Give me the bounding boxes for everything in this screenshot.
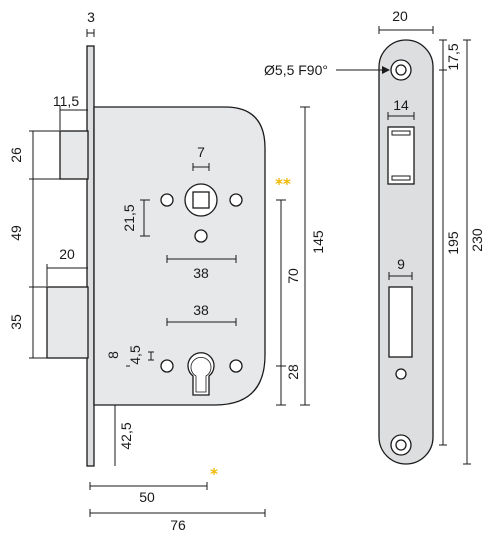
screw-hole-bottom-inner xyxy=(395,439,407,451)
dim-cyl-to-bottom: 28 xyxy=(285,364,301,380)
dim-bolt-projection: 20 xyxy=(59,246,75,262)
dim-latch-slot-width: 14 xyxy=(393,97,409,113)
hole-right-upper xyxy=(229,193,243,207)
dim-plate-length: 230 xyxy=(469,228,485,252)
dim-latch-height: 26 xyxy=(8,147,24,163)
dim-case-height: 145 xyxy=(310,230,326,254)
dim-follower-offset: 21,5 xyxy=(121,204,137,231)
dim-backset: 50 xyxy=(139,489,155,505)
dimension-lines-left xyxy=(29,29,310,517)
dim-faceplate-thickness: 3 xyxy=(87,9,95,25)
cylinder-cutout-inner xyxy=(190,356,212,393)
latch-slot xyxy=(387,126,415,185)
dim-screw-hole: Ø5,5 F90° xyxy=(264,62,328,78)
dim-cyl-8: 8 xyxy=(105,351,121,359)
dim-follower-square: 7 xyxy=(197,144,205,160)
dim-width-upper: 38 xyxy=(193,265,209,281)
latch-bolt xyxy=(59,130,89,180)
dim-follower-to-cyl: 70 xyxy=(285,268,301,284)
dim-latch-to-bolt: 49 xyxy=(8,225,24,241)
case-body xyxy=(93,106,266,406)
dim-bolt-height: 35 xyxy=(8,314,24,330)
dim-total-depth: 76 xyxy=(170,517,186,533)
dimension-lines-right xyxy=(336,26,471,465)
dim-hole-spacing: 195 xyxy=(445,231,461,255)
dim-width-lower: 38 xyxy=(193,302,209,318)
faceplate-small-hole xyxy=(395,368,407,380)
screw-hole-top-inner xyxy=(395,64,407,76)
follower-square xyxy=(192,191,210,209)
hole-left-upper xyxy=(160,193,174,207)
faceplate xyxy=(86,45,95,467)
hole-left-lower xyxy=(160,359,174,373)
bolt-slot xyxy=(388,286,413,358)
single-star-marker: * xyxy=(210,465,218,483)
dim-bottom-offset: 42,5 xyxy=(118,422,134,449)
dimension-labels-right: 20 Ø5,5 F90° 14 9 17,5 195 230 xyxy=(264,8,485,272)
dimension-labels-left: 3 11,5 26 49 20 35 7 21,5 38 38 8 4,5 42… xyxy=(8,9,326,533)
dim-cyl-4-5: 4,5 xyxy=(127,345,143,365)
lock-case-view xyxy=(46,45,266,467)
dim-bolt-slot-width: 9 xyxy=(397,256,405,272)
dim-plate-width: 20 xyxy=(392,8,408,24)
dim-latch-projection: 11,5 xyxy=(53,93,79,109)
double-star-marker: ** xyxy=(275,175,291,193)
dead-bolt xyxy=(46,286,89,359)
hole-center xyxy=(194,229,208,243)
cylinder-cutout xyxy=(187,352,215,396)
dim-top-hole-offset: 17,5 xyxy=(445,43,461,70)
faceplate-front-view xyxy=(378,39,434,465)
hole-right-lower xyxy=(229,359,243,373)
